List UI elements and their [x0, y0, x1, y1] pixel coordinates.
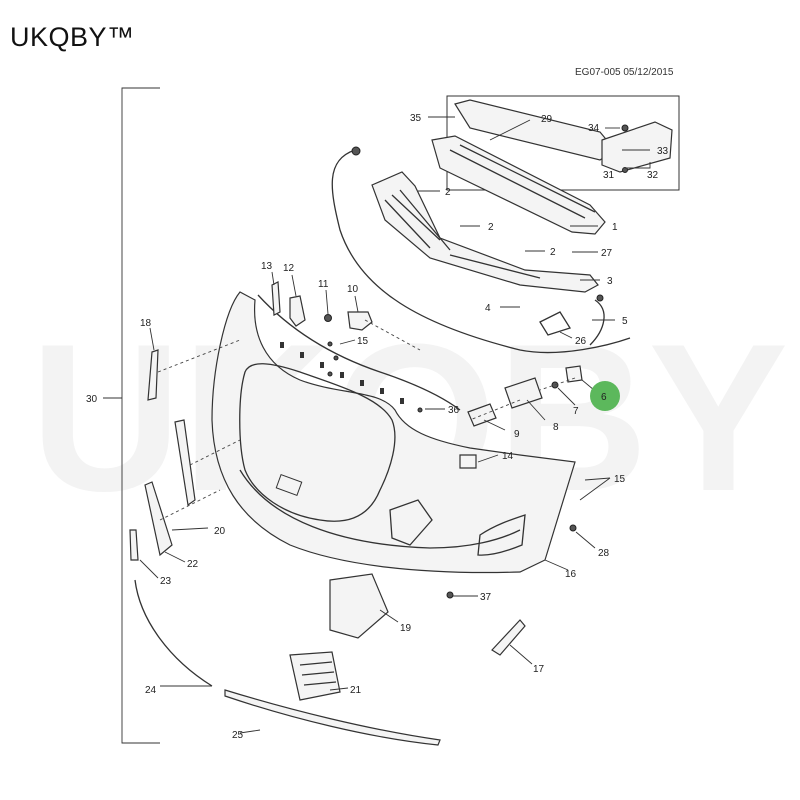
grille-opening: [239, 363, 396, 522]
bumper-fascia: [211, 291, 576, 574]
callout-35: 35: [410, 113, 422, 124]
callout-2a: 2: [445, 187, 451, 198]
fascia-lower-line: [239, 469, 521, 549]
callout-21: 21: [350, 685, 362, 696]
callout-34: 34: [588, 123, 600, 134]
callout-25: 25: [232, 730, 244, 741]
callout-32: 32: [647, 170, 659, 181]
callout-22: 22: [187, 559, 199, 570]
part-8-grille-emblem: [504, 377, 543, 409]
callout-18: 18: [140, 318, 152, 329]
callout-33: 33: [657, 146, 669, 157]
part-25-spoiler: [224, 689, 441, 746]
license-plate-area: [275, 474, 303, 496]
part-15-clip-c: [327, 371, 333, 377]
fascia-right-intake: [477, 514, 526, 556]
callout-9: 9: [514, 429, 520, 440]
part-14-bracket: [459, 454, 477, 469]
callout-3: 3: [607, 276, 613, 287]
callout-13: 13: [261, 261, 273, 272]
callout-20: 20: [214, 526, 226, 537]
inset-bolt: [621, 124, 629, 132]
callout-37: 37: [480, 592, 492, 603]
fog-lamp-opening: [389, 499, 433, 546]
part-20-trim: [174, 419, 196, 507]
part-7-screw: [551, 381, 559, 389]
part-12-sensor: [289, 295, 306, 327]
assembly-guide-lines: [157, 319, 576, 521]
part-15-clip-a: [327, 341, 333, 347]
harness-branch: [589, 299, 605, 346]
callout-7: 7: [573, 406, 579, 417]
callout-30: 30: [86, 394, 98, 405]
callout-15a: 15: [357, 336, 369, 347]
inset-bracket: [601, 121, 673, 173]
assembly-bracket: [121, 87, 160, 744]
callout-26: 26: [575, 336, 587, 347]
part-9-tow-cover: [467, 403, 497, 427]
callout-17: 17: [533, 664, 545, 675]
callout-29: 29: [541, 114, 553, 125]
part-15-clip-b: [333, 355, 339, 361]
part-21-lower-grille: [289, 651, 341, 701]
callout-5: 5: [622, 316, 628, 327]
part-24-lower-strip: [134, 579, 213, 687]
part-19-fog-bezel: [329, 573, 389, 639]
harness-connector-top: [351, 146, 361, 156]
part-36-clip: [417, 407, 423, 413]
callout-14: 14: [502, 451, 514, 462]
grille-mesh: [299, 661, 337, 686]
brand-logo-text: UKQBY™: [10, 22, 135, 52]
callout-11: 11: [318, 279, 329, 290]
callout-4: 4: [485, 303, 491, 314]
part-22-grille-insert: [144, 481, 173, 557]
callout-6: 6: [601, 392, 607, 403]
callout-2b: 2: [488, 222, 494, 233]
part-28-fastener: [569, 524, 577, 532]
highlight-badge: [590, 381, 620, 411]
part-26-clip: [539, 311, 571, 336]
part-11-fastener: [324, 314, 332, 322]
part-17-right-trim: [491, 619, 526, 656]
callout-27: 27: [601, 248, 613, 259]
part-13-bracket: [271, 281, 281, 316]
callout-15b: 15: [614, 474, 626, 485]
callout-24: 24: [145, 685, 157, 696]
absorber-ribs: [384, 189, 541, 279]
fascia-top-edge: [257, 294, 461, 411]
callout-12: 12: [283, 263, 295, 274]
reinforcement-ribs: [449, 144, 596, 219]
part-18-deflector: [147, 349, 159, 401]
callout-8: 8: [553, 422, 559, 433]
callout-16: 16: [565, 569, 577, 580]
callout-1: 1: [612, 222, 618, 233]
callout-19: 19: [400, 623, 412, 634]
callout-28: 28: [598, 548, 610, 559]
callout-23: 23: [160, 576, 172, 587]
callout-2c: 2: [550, 247, 556, 258]
part-37-screw: [446, 591, 454, 599]
harness-connector-right: [596, 294, 604, 302]
wiring-harness: [331, 149, 631, 354]
callout-31: 31: [603, 170, 615, 181]
part-10-bulb: [347, 311, 373, 331]
part-23-bracket: [129, 529, 139, 561]
callout-labels: 35 29 34 33 31 32 1 2 2 2 27 3 4 5 26 6 …: [86, 113, 669, 741]
callout-36: 36: [448, 405, 460, 416]
callout-10: 10: [347, 284, 359, 295]
fascia-mounting-clips: [280, 342, 404, 404]
part-6-sensor: [565, 365, 583, 383]
document-reference: EG07-005 05/12/2015: [575, 67, 674, 78]
inset-nut: [622, 167, 628, 173]
